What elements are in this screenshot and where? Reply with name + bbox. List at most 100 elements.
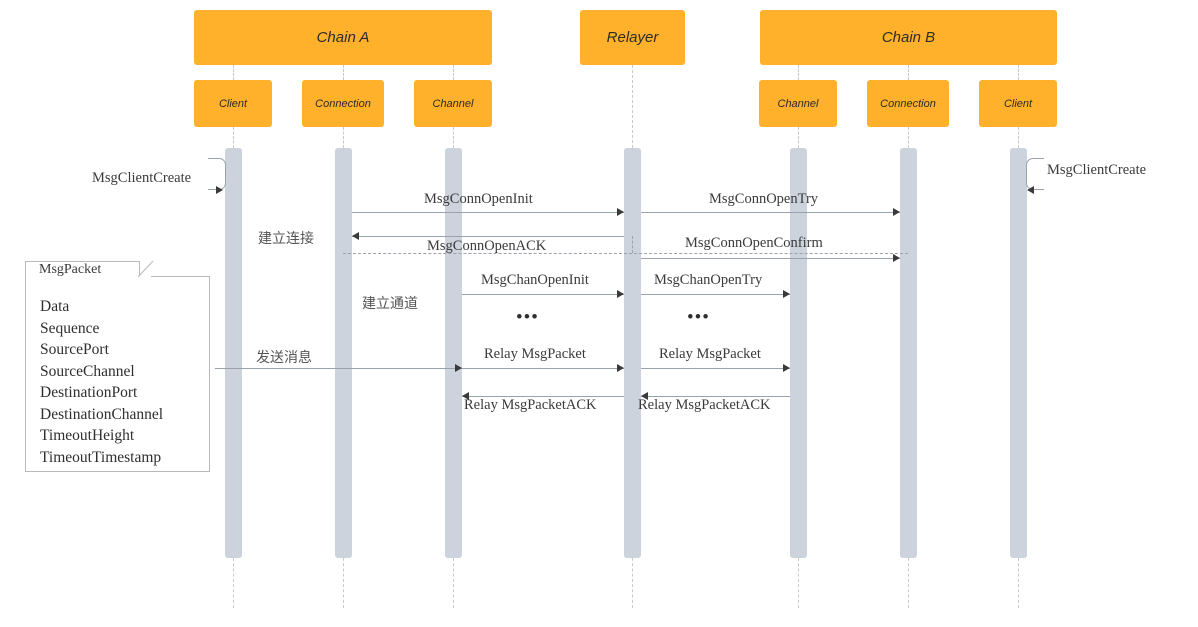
module-header-a-channel: Channel (414, 80, 492, 127)
lifeline-a-channel-bottom (453, 558, 454, 608)
activation-b-channel (790, 148, 807, 558)
lifeline-b-connection-bottom (908, 558, 909, 608)
connector-chain-b-connection (908, 65, 909, 80)
lifeline-b-channel-top (798, 127, 799, 148)
message-line-conn-open-ack (352, 236, 624, 237)
message-line-conn-open-confirm (641, 258, 900, 259)
module-header-b-connection: Connection (867, 80, 949, 127)
lifeline-a-client-top (233, 127, 234, 148)
message-line-conn-return-dashed-riser (632, 236, 633, 253)
note-field: TimeoutTimestamp (40, 448, 162, 466)
note-field-list: Data Sequence SourcePort SourceChannel D… (40, 296, 163, 468)
module-header-label: Channel (777, 97, 819, 110)
arrow-head-conn-open-try (893, 208, 900, 216)
lifeline-a-client-bottom (233, 558, 234, 608)
message-line-relay-packet-right (641, 368, 790, 369)
module-header-label: Client (1003, 97, 1033, 110)
message-line-chan-open-try (641, 294, 790, 295)
lifeline-b-client-bottom (1018, 558, 1019, 608)
message-line-chan-open-init (462, 294, 624, 295)
note-field: Sequence (40, 319, 100, 337)
message-line-relay-packet-ack-right (641, 396, 790, 397)
module-header-label: Connection (880, 97, 936, 110)
ellipsis-chan-left: ••• (516, 307, 539, 328)
phase-label-connection: 建立连接 (258, 231, 314, 247)
module-header-b-client: Client (979, 80, 1057, 127)
arrow-head-relay-packet-ack-left (462, 392, 469, 400)
note-field: SourcePort (40, 341, 109, 358)
message-label-client-create-right: MsgClientCreate (1047, 162, 1147, 178)
message-label-conn-open-init: MsgConnOpenInit (424, 191, 533, 207)
chain-header-relayer: Relayer (580, 10, 685, 65)
arrow-head-chan-open-init (617, 290, 624, 298)
lifeline-a-channel-top (453, 127, 454, 148)
message-line-conn-open-init (352, 212, 624, 213)
arrow-head-chan-open-try (783, 290, 790, 298)
message-label-relay-packet-left: Relay MsgPacket (484, 346, 586, 362)
connector-chain-a-connection (343, 65, 344, 80)
activation-b-client (1010, 148, 1027, 558)
note-body-msgpacket (25, 276, 210, 472)
note-top-border-right (151, 276, 210, 277)
message-line-relay-packet-left (462, 368, 624, 369)
phase-label-channel: 建立通道 (362, 296, 418, 312)
connector-chain-a-channel (453, 65, 454, 80)
arrow-head-client-create-right (1027, 186, 1034, 194)
self-loop-client-create-right (1026, 158, 1044, 190)
arrow-head-relay-packet-ack-right (641, 392, 648, 400)
module-header-a-connection: Connection (302, 80, 384, 127)
activation-relayer (624, 148, 641, 558)
arrow-head-conn-open-ack (352, 232, 359, 240)
chain-header-label: Relayer (606, 29, 659, 46)
message-label-conn-open-try: MsgConnOpenTry (709, 191, 819, 207)
module-header-label: Connection (315, 97, 371, 110)
message-line-conn-return-dashed (343, 253, 908, 254)
arrow-head-client-create-left (216, 186, 223, 194)
message-line-conn-open-try (641, 212, 900, 213)
connector-chain-b-client (1018, 65, 1019, 80)
lifeline-a-connection-top (343, 127, 344, 148)
note-title-msgpacket: MsgPacket (39, 262, 102, 277)
note-field: DestinationChannel (40, 405, 164, 423)
arrow-head-relay-packet-right (783, 364, 790, 372)
chain-header-chain-a: Chain A (194, 10, 492, 65)
lifeline-b-client-top (1018, 127, 1019, 148)
note-field: DestinationPort (40, 384, 138, 401)
note-fold-icon (138, 260, 154, 278)
connector-chain-a-client (233, 65, 234, 80)
message-label-chan-open-init: MsgChanOpenInit (481, 272, 589, 288)
module-header-label: Client (218, 97, 248, 110)
chain-header-chain-b: Chain B (760, 10, 1057, 65)
chain-header-label: Chain B (881, 29, 936, 46)
note-field: TimeoutHeight (40, 427, 135, 444)
phase-label-packet: 发送消息 (256, 350, 312, 366)
arrow-head-relay-packet-left (617, 364, 624, 372)
note-tab-msgpacket (25, 261, 140, 277)
message-label-relay-packet-right: Relay MsgPacket (659, 346, 761, 362)
lifeline-b-connection-top (908, 127, 909, 148)
chain-header-label: Chain A (316, 29, 370, 46)
message-label-chan-open-try: MsgChanOpenTry (654, 272, 763, 288)
lifeline-a-connection-bottom (343, 558, 344, 608)
message-label-relay-packet-ack-right: Relay MsgPacketACK (638, 397, 771, 413)
note-field: SourceChannel (40, 362, 135, 380)
ellipsis-chan-right: ••• (687, 307, 710, 328)
message-line-relay-packet-ack-left (462, 396, 624, 397)
connector-chain-b-channel (798, 65, 799, 80)
arrow-head-note-to-channel (455, 364, 462, 372)
message-line-note-to-channel (215, 368, 462, 369)
lifeline-relayer-top (632, 65, 633, 148)
lifeline-relayer-bottom (632, 558, 633, 608)
message-label-client-create-left: MsgClientCreate (92, 170, 192, 186)
activation-a-client (225, 148, 242, 558)
note-field: Data (40, 298, 70, 315)
activation-a-connection (335, 148, 352, 558)
message-label-relay-packet-ack-left: Relay MsgPacketACK (464, 397, 597, 413)
module-header-label: Channel (432, 97, 474, 110)
arrow-head-conn-open-init (617, 208, 624, 216)
message-label-conn-open-ack: MsgConnOpenACK (427, 238, 547, 254)
lifeline-b-channel-bottom (798, 558, 799, 608)
activation-a-channel (445, 148, 462, 558)
module-header-a-client: Client (194, 80, 272, 127)
